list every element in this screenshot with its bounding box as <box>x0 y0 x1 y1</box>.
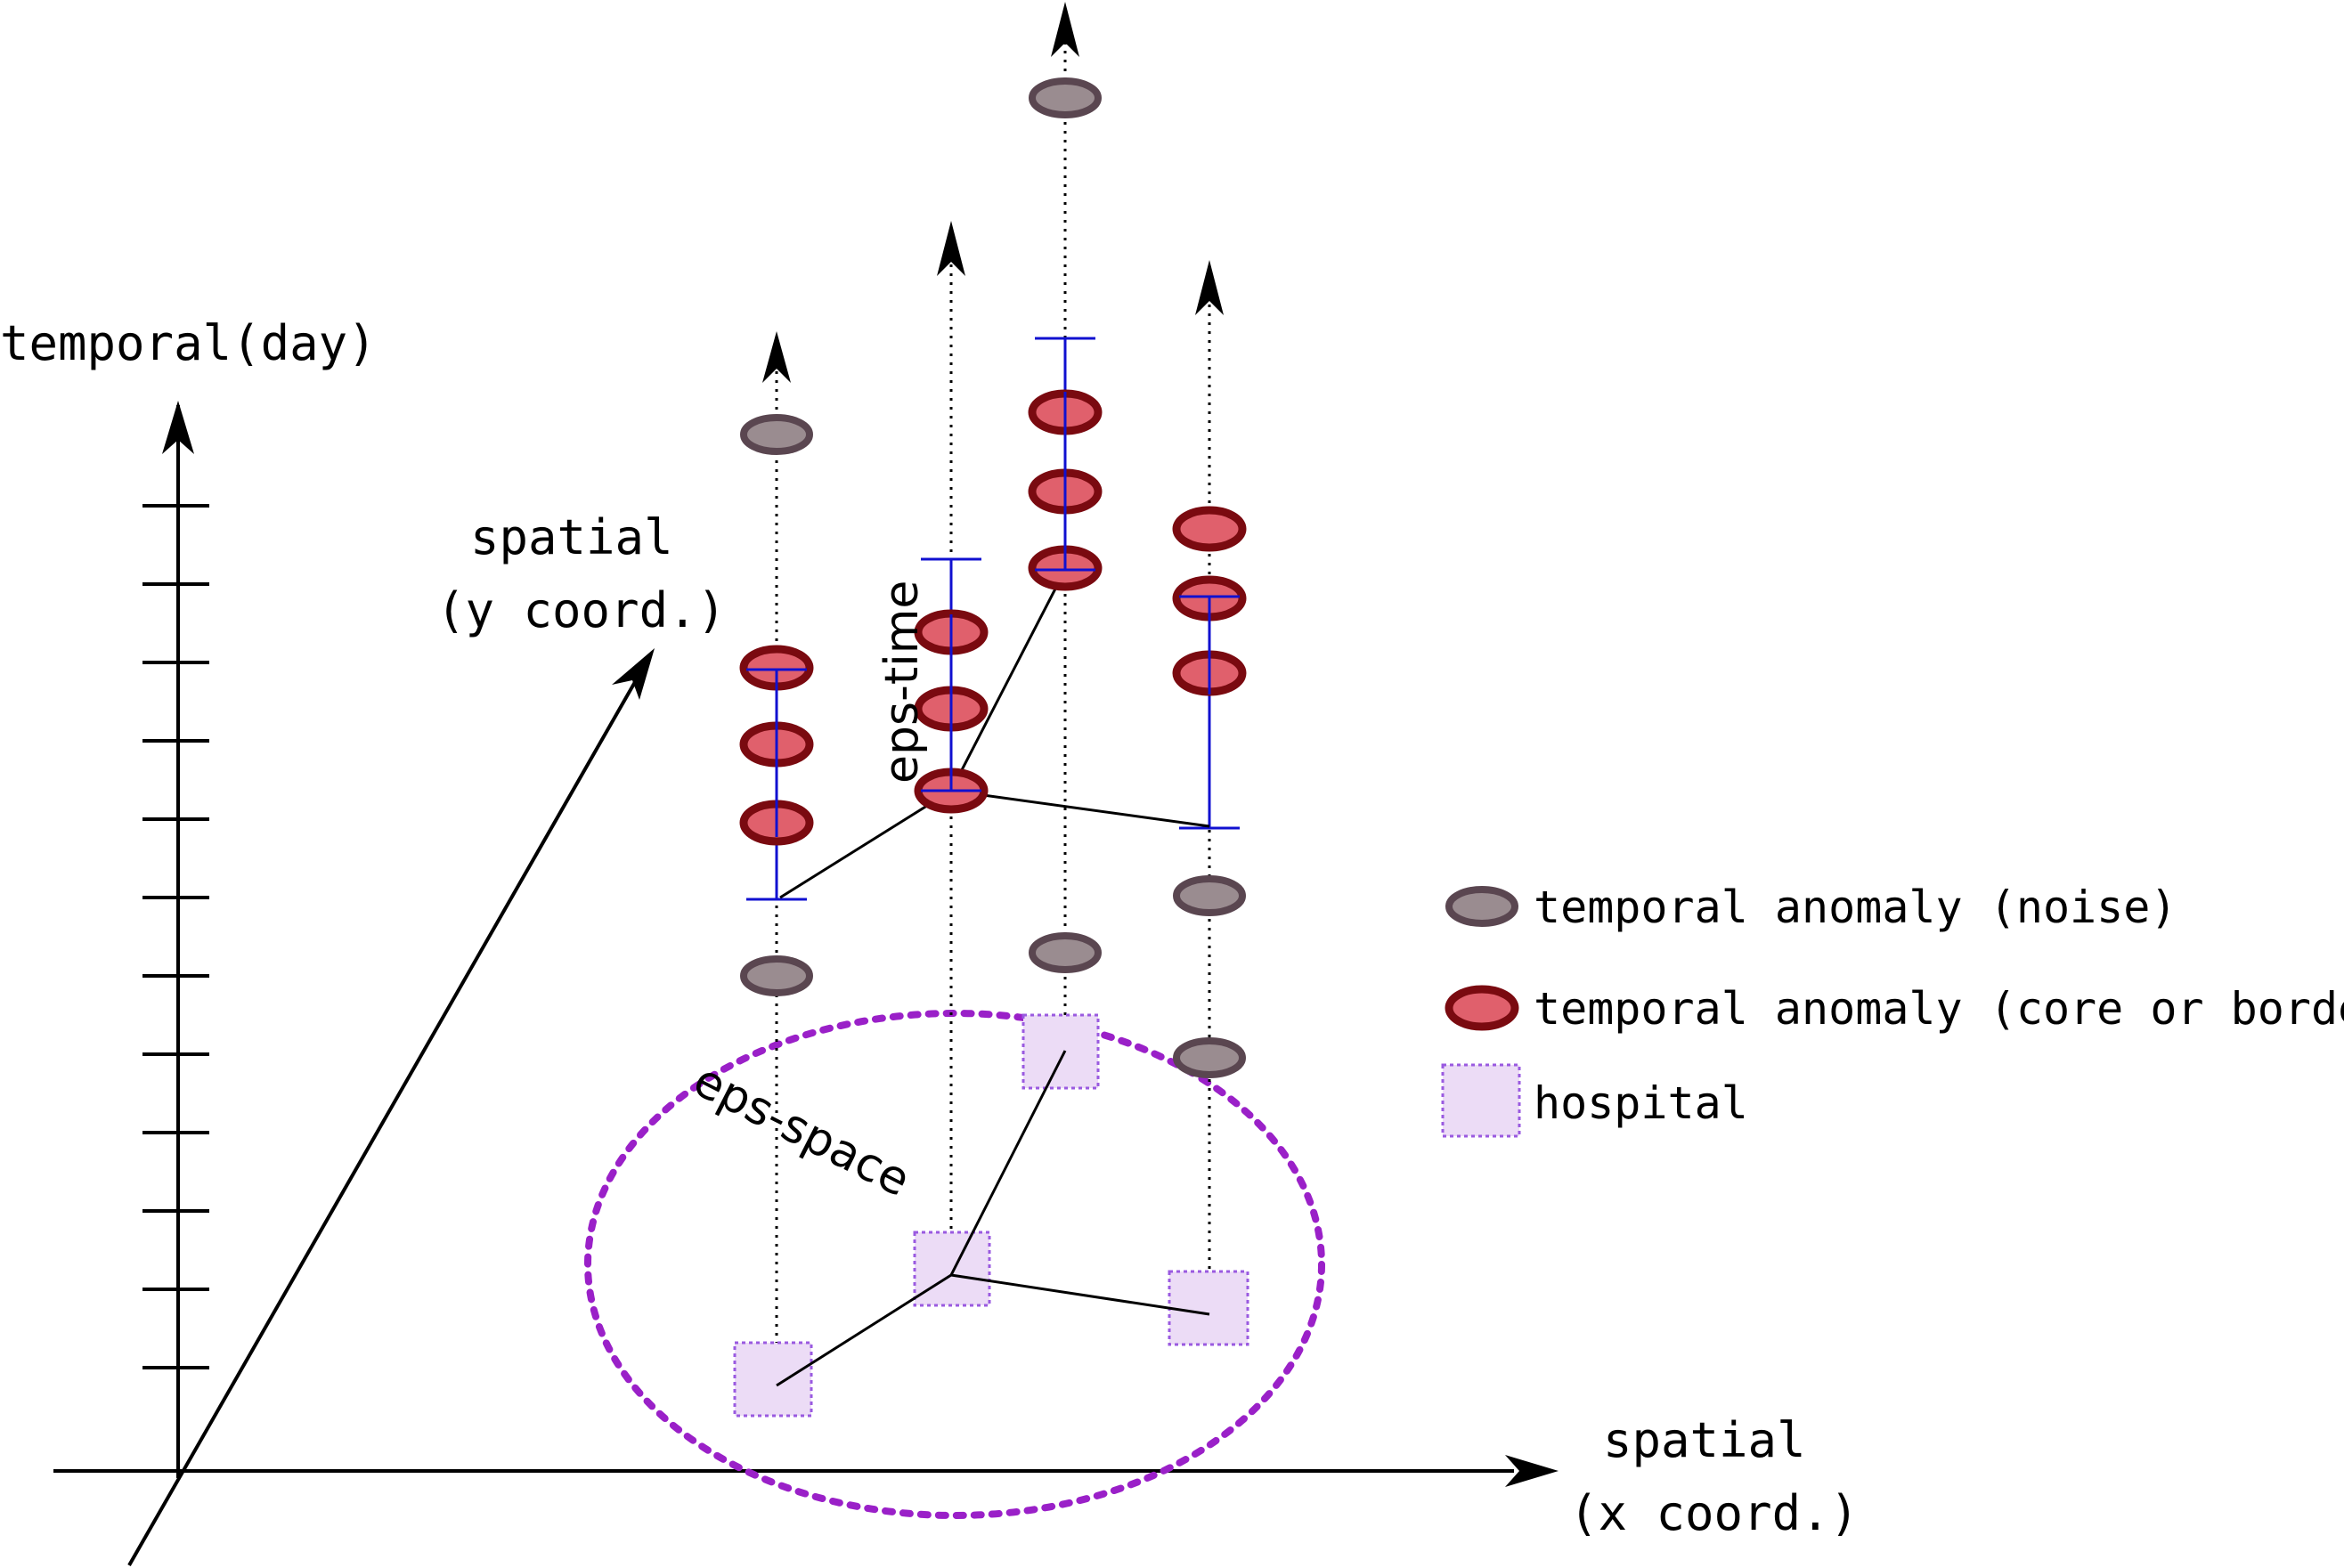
eps-space-label: eps-space <box>685 1053 918 1207</box>
eps-time-bracket-caps <box>746 392 1240 837</box>
core-anomaly-marker <box>1172 506 1247 552</box>
hospitals <box>733 1013 1249 1418</box>
y-axis-label-line1: spatial <box>470 509 673 565</box>
legend: temporal anomaly (noise) temporal anomal… <box>1441 881 2344 1138</box>
anomaly-connections <box>779 569 1210 899</box>
noise-anomaly-marker <box>1029 932 1102 973</box>
temporal-axis-label: temporal(day) <box>0 315 377 371</box>
noise-anomalies <box>740 77 1246 1078</box>
x-spatial-axis <box>53 1455 1559 1487</box>
y-spatial-axis <box>127 648 655 1566</box>
legend-hospital-label: hospital <box>1534 1077 1748 1129</box>
y-axis-label-line2: (y coord.) <box>436 582 726 638</box>
legend-noise-icon <box>1445 886 1518 927</box>
hospital-marker <box>733 1341 813 1418</box>
x-axis-label-line1: spatial <box>1603 1412 1806 1468</box>
hospital-marker <box>913 1231 991 1307</box>
x-axis-label-line2: (x coord.) <box>1569 1485 1859 1541</box>
noise-anomaly-marker <box>1173 875 1246 916</box>
noise-anomaly-marker <box>1173 1037 1246 1078</box>
noise-anomaly-marker <box>740 414 813 455</box>
core-anomalies <box>739 389 1247 846</box>
noise-anomaly-marker <box>1029 77 1102 118</box>
legend-hospital-icon <box>1441 1063 1521 1138</box>
hospital-marker <box>1021 1013 1100 1090</box>
legend-core-label: temporal anomaly (core or border) <box>1534 983 2344 1035</box>
legend-core-icon <box>1445 985 1519 1031</box>
temporal-axis-ticks <box>142 504 209 1369</box>
noise-anomaly-marker <box>740 955 813 996</box>
eps-time-label: eps-time <box>875 581 929 784</box>
hospital-marker <box>1168 1270 1249 1346</box>
legend-noise-label: temporal anomaly (noise) <box>1534 881 2177 933</box>
time-line-arrowheads <box>762 2 1224 383</box>
hospital-connections <box>776 1050 1210 1387</box>
eps-time-brackets <box>746 337 1240 901</box>
temporal-axis <box>142 401 209 1478</box>
eps-space-circle <box>584 1010 1325 1519</box>
